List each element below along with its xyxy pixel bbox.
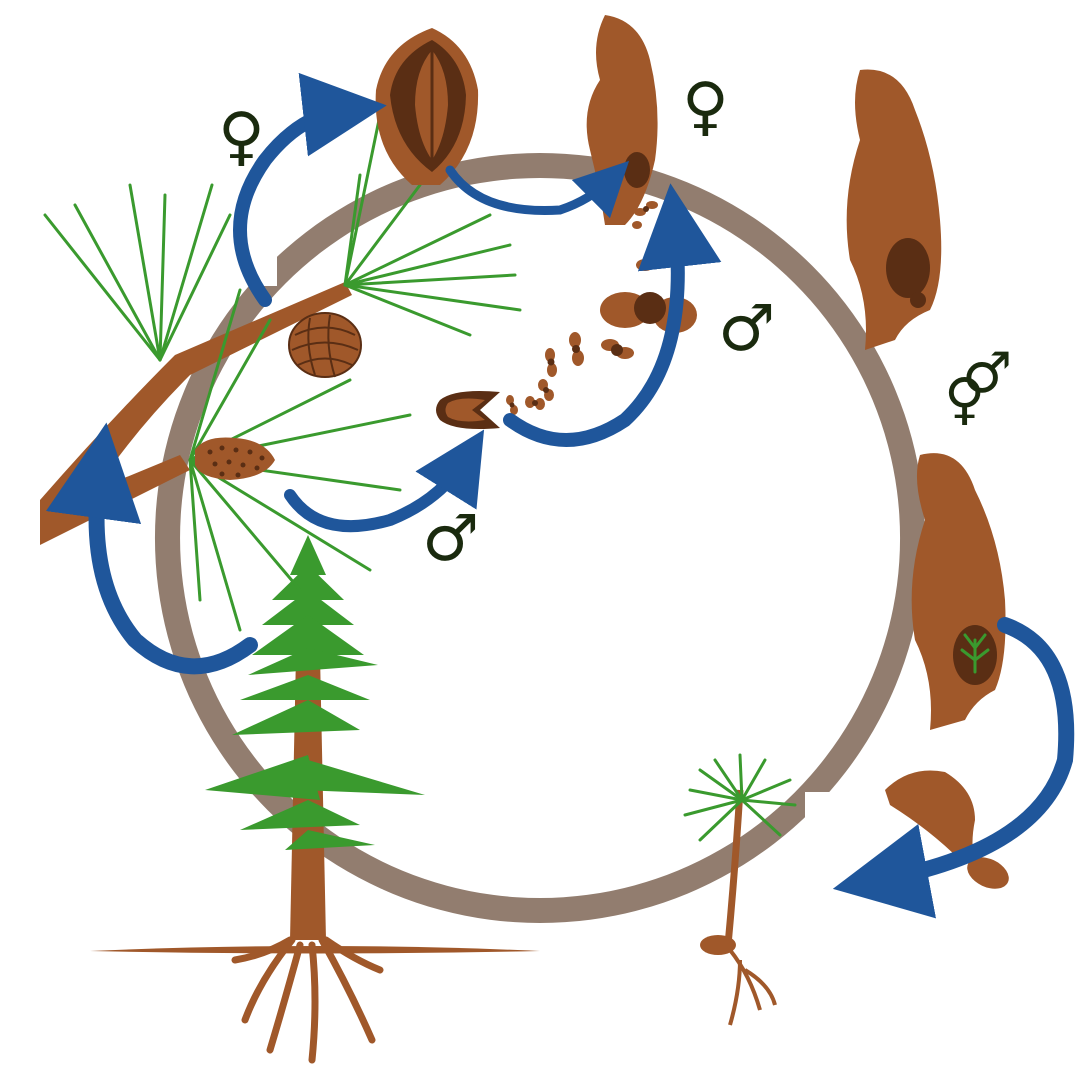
pollen-grains	[506, 201, 697, 415]
seedling	[683, 753, 797, 1026]
pollen-sac	[436, 391, 500, 429]
female-cone	[288, 312, 362, 378]
arrow-embryo-to-seedling	[832, 617, 1075, 919]
winged-seed	[885, 770, 1009, 889]
fertilization-male-symbol: ♂	[962, 341, 1012, 406]
ovule-stage-2	[846, 69, 942, 350]
arrow-tree-to-branch	[45, 422, 258, 675]
arrow-ovule-to-megaspore	[445, 160, 630, 219]
female-symbol-ovule: ♀	[682, 70, 729, 144]
male-symbol-pollen: ♂	[718, 292, 775, 366]
male-symbol-cone: ♂	[422, 502, 479, 576]
life-cycle-ring	[154, 153, 925, 923]
fertilization-female-symbol: ♀	[944, 367, 985, 432]
arrow-cone-to-pollen-sac	[284, 429, 485, 533]
arrow-pollen-to-ovule	[503, 183, 722, 447]
ovulate-scale	[375, 28, 479, 185]
mature-pine-tree	[205, 535, 425, 1064]
process-arrows	[45, 72, 1075, 919]
male-cone	[195, 437, 275, 480]
ovule-stage-embryo	[911, 453, 1006, 730]
arrow-branch-to-ovule	[233, 72, 387, 307]
female-symbol-branch: ♀	[218, 100, 265, 174]
